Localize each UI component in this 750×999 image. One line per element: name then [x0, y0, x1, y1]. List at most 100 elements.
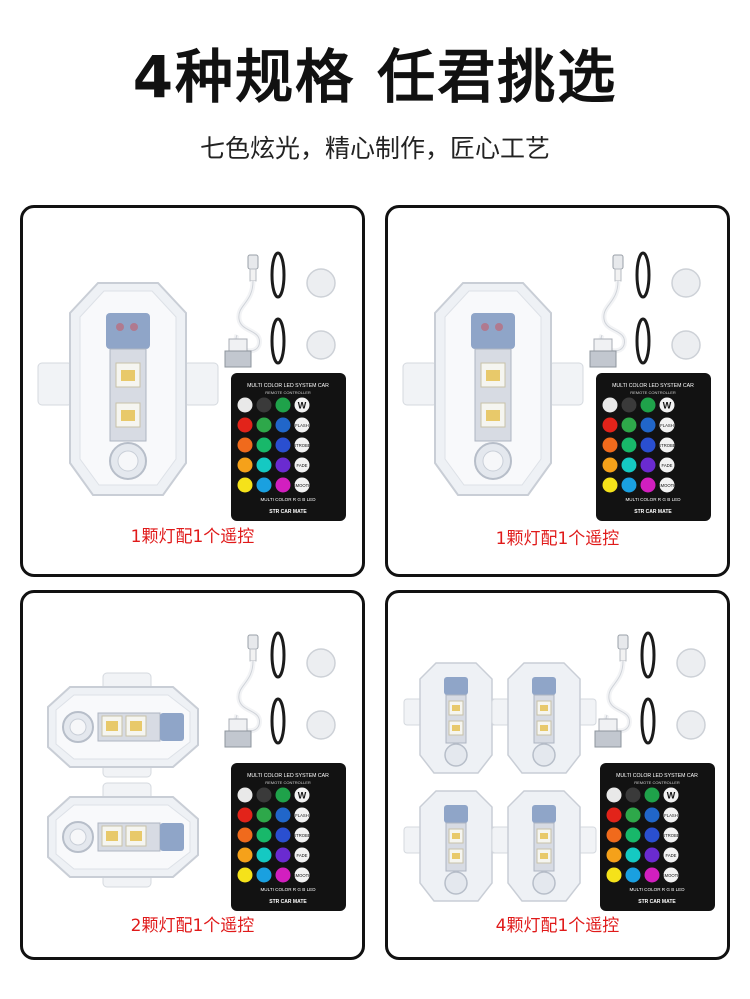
remote-color-button [275, 477, 291, 493]
remote-color-button [237, 437, 253, 453]
remote-mode-button [294, 457, 310, 473]
remote-color-button [621, 397, 637, 413]
remote-color-button [606, 787, 622, 803]
page-title: 4种规格 任君挑选 [132, 43, 618, 111]
remote-white-button [659, 397, 675, 413]
rubber-band-image [270, 251, 286, 365]
remote-color-button [237, 397, 253, 413]
remote-color-button [237, 417, 253, 433]
remote-mode-label: FLASH [295, 423, 309, 428]
accessories-image [224, 251, 336, 368]
remote-color-button [237, 477, 253, 493]
remote-mode-label: STROBE [293, 443, 310, 448]
remote-mode-button [294, 417, 310, 433]
remote-color-button [256, 477, 272, 493]
remote-color-button [625, 827, 641, 843]
remote-brand-text: STR CAR MATE [269, 899, 307, 905]
remote-color-button [275, 827, 291, 843]
remote-color-button [625, 847, 641, 863]
option-caption: 1颗灯配1个遥控 [130, 527, 255, 547]
remote-sub-text: REMOTE CONTROLLER [630, 390, 676, 395]
remote-color-button [644, 867, 660, 883]
remote-color-button [237, 867, 253, 883]
remote-color-button [275, 867, 291, 883]
remote-sub-text: REMOTE CONTROLLER [265, 390, 311, 395]
remote-mode-label: STROBE [662, 833, 679, 838]
strobe-light-image [402, 282, 584, 496]
option-caption: 1颗灯配1个遥控 [495, 529, 620, 549]
remote-mode-label: FADE [297, 853, 308, 858]
remote-color-button [621, 457, 637, 473]
rubber-band-image [640, 631, 656, 745]
remote-color-button [256, 397, 272, 413]
remote-bottom-text: MULTI COLOR R G B LED [260, 497, 316, 502]
remote-color-button [640, 457, 656, 473]
remote-color-button [621, 437, 637, 453]
page-subtitle: 七色炫光，精心制作，匠心工艺 [199, 134, 550, 163]
remote-color-button [606, 847, 622, 863]
remote-mode-label: FLASH [660, 423, 674, 428]
remote-top-text: MULTI COLOR LED SYSTEM CAR [247, 383, 329, 389]
remote-mode-label: STROBE [658, 443, 675, 448]
remote-bottom-text: MULTI COLOR R G B LED [629, 887, 685, 892]
remote-mode-button [294, 477, 310, 493]
strobe-light-image [491, 662, 597, 774]
remote-mode-button [294, 847, 310, 863]
adhesive-pad-image [671, 268, 701, 360]
strobe-light-image [491, 790, 597, 902]
remote-mode-button [663, 807, 679, 823]
remote-color-button [644, 847, 660, 863]
remote-mode-label: SMOOTH [662, 873, 680, 878]
remote-color-button [644, 827, 660, 843]
accessories-image [589, 251, 701, 368]
remote-sub-text: REMOTE CONTROLLER [634, 780, 680, 785]
remote-color-button [256, 787, 272, 803]
remote-mode-label: FADE [666, 853, 677, 858]
remote-white-label: W [298, 401, 307, 411]
remote-mode-button [663, 867, 679, 883]
remote-mode-label: SMOOTH [293, 873, 311, 878]
strobe-light-image [37, 282, 219, 496]
remote-color-button [237, 827, 253, 843]
remote-mode-button [294, 827, 310, 843]
remote-color-button [602, 397, 618, 413]
accessories-image [224, 631, 336, 748]
remote-mode-label: SMOOTH [293, 483, 311, 488]
remote-color-button [644, 787, 660, 803]
remote-mode-button [294, 437, 310, 453]
remote-color-button [625, 787, 641, 803]
remote-color-button [606, 867, 622, 883]
remote-bottom-text: MULTI COLOR R G B LED [260, 887, 316, 892]
remote-mode-button [659, 417, 675, 433]
remote-white-button [663, 787, 679, 803]
remote-sub-text: REMOTE CONTROLLER [265, 780, 311, 785]
remote-color-button [256, 827, 272, 843]
remote-mode-label: FLASH [664, 813, 678, 818]
remote-white-label: W [663, 401, 672, 411]
rubber-band-image [635, 251, 651, 365]
remote-white-button [294, 787, 310, 803]
remote-color-button [275, 787, 291, 803]
remote-color-button [237, 847, 253, 863]
remote-mode-button [659, 477, 675, 493]
remote-color-button [621, 477, 637, 493]
remote-color-button [625, 867, 641, 883]
usb-cable-image [594, 634, 632, 748]
remote-white-button [294, 397, 310, 413]
usb-cable-image [589, 254, 627, 368]
remote-color-button [644, 807, 660, 823]
remote-color-button [237, 457, 253, 473]
remote-color-button [275, 417, 291, 433]
remote-color-button [625, 807, 641, 823]
remote-color-button [256, 807, 272, 823]
remote-color-button [275, 397, 291, 413]
